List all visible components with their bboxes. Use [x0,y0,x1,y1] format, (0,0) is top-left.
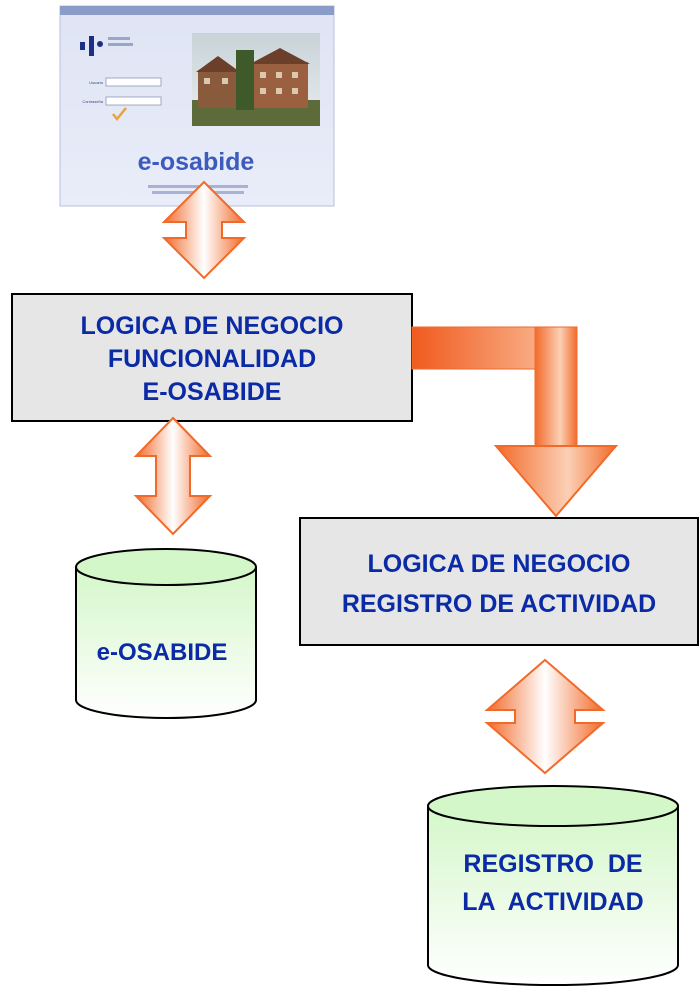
bidirectional-arrow-right [484,658,606,775]
database-label: LA ACTIVIDAD [462,888,643,916]
logo-caption-line [108,37,130,40]
footer-line [148,185,248,188]
bidirectional-arrow-top [161,180,247,280]
logo-caption-line [108,43,133,46]
database-label: e-OSABIDE [97,639,228,666]
business-logic-functionality-box: LOGICA DE NEGOCIO FUNCIONALIDAD E-OSABID… [11,293,413,422]
box-line: LOGICA DE NEGOCIO [368,550,631,578]
building-photo [192,33,320,126]
box-line: E-OSABIDE [143,378,282,406]
e-osabide-logo: e-osabide [138,148,255,176]
user-field-label: Usuario [89,80,104,85]
activity-log-database: REGISTRO DE LA ACTIVIDAD [427,785,679,986]
bent-arrow-to-activity-logic [411,326,619,518]
box-line: LOGICA DE NEGOCIO [81,312,344,340]
password-field-label: Contraseña [82,99,103,104]
app-screenshot-thumbnail: Usuario Contraseña e-osabide [59,5,335,207]
bidirectional-arrow-left [133,416,213,536]
checkmark-icon [112,107,127,121]
business-logic-activity-box: LOGICA DE NEGOCIO REGISTRO DE ACTIVIDAD [299,517,699,646]
box-line: REGISTRO DE ACTIVIDAD [342,590,656,618]
osakidetza-logo-icon [80,36,103,56]
database-label: REGISTRO DE [463,850,642,878]
password-field [105,96,162,106]
user-field [105,77,162,87]
e-osabide-database: e-OSABIDE [75,548,257,719]
box-line: FUNCIONALIDAD [108,345,316,373]
